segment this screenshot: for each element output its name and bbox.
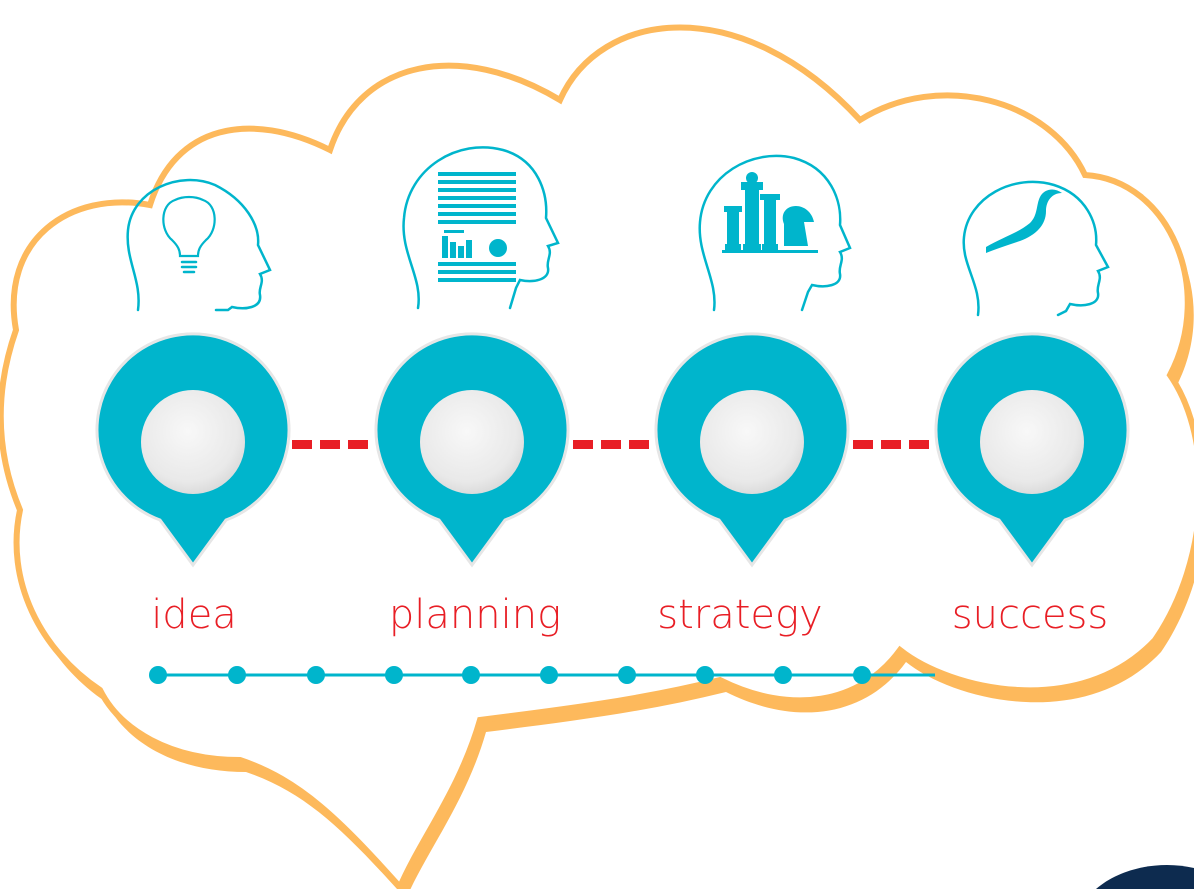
timeline-dot <box>149 666 167 684</box>
timeline-dot <box>696 666 714 684</box>
step-pin-strategy <box>654 332 850 568</box>
document-chart-head-icon <box>402 146 560 310</box>
timeline-dot <box>307 666 325 684</box>
chess-pieces-head-icon <box>698 154 852 312</box>
timeline-dot <box>462 666 480 684</box>
step-pin-planning <box>374 332 570 568</box>
step-label-strategy: strategy <box>657 592 822 638</box>
step-pin-success <box>934 332 1130 568</box>
corner-accent-shape <box>1096 864 1194 889</box>
step-pin-idea <box>95 332 291 568</box>
connector-dashes <box>292 440 929 449</box>
speech-cloud <box>0 24 1194 889</box>
timeline <box>149 666 935 684</box>
timeline-dot <box>385 666 403 684</box>
timeline-dot <box>853 666 871 684</box>
timeline-dot <box>540 666 558 684</box>
step-label-success: success <box>952 592 1108 638</box>
timeline-dot <box>228 666 246 684</box>
flag-head-icon <box>962 180 1110 317</box>
speech-cloud-body <box>0 24 1194 889</box>
step-label-idea: idea <box>151 592 237 638</box>
timeline-dot <box>618 666 636 684</box>
lightbulb-head-icon <box>126 178 272 312</box>
step-label-planning: planning <box>389 592 561 638</box>
timeline-dot <box>774 666 792 684</box>
